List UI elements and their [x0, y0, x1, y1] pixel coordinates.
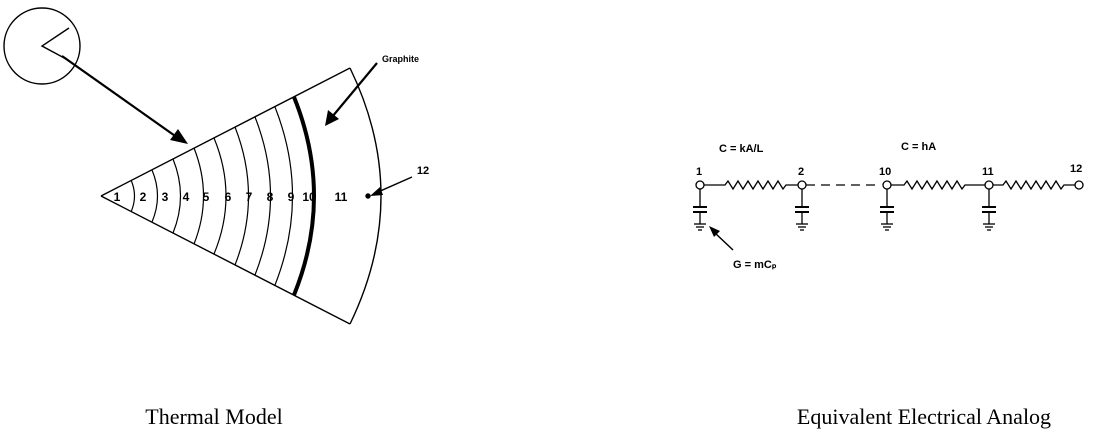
circuit-label-2: 2: [798, 166, 804, 178]
shell-arc-5: [213, 137, 227, 255]
circuit-label-12: 12: [1070, 163, 1082, 175]
node-12-arrowhead: [370, 187, 383, 196]
node-label-6: 6: [225, 190, 232, 204]
circuit-label-1: 1: [696, 166, 702, 178]
graphite-boundary-arc: [292, 96, 316, 296]
wedge-lower-edge: [100, 195, 351, 325]
node-label-9: 9: [288, 190, 295, 204]
graphite-arrowhead: [325, 110, 339, 126]
thermal-model-caption: Thermal Model: [145, 404, 282, 429]
pointer-arrowhead: [170, 129, 188, 144]
convection-label: C = hA: [901, 141, 936, 153]
shell-arc-8: [274, 106, 294, 286]
node-label-2: 2: [140, 190, 147, 204]
node-label-7: 7: [246, 190, 253, 204]
graphite-arrow-line: [331, 62, 378, 118]
conductance-label: C = kA/L: [719, 143, 764, 155]
node-label-8: 8: [267, 190, 274, 204]
node-label-11: 11: [335, 190, 348, 204]
capacitor-node-11: [982, 189, 996, 231]
capacitor-node-1: [693, 189, 707, 231]
resistor-11-12: [993, 179, 1075, 191]
capacitance-arrow-line: [714, 232, 734, 251]
shell-arc-1: [130, 179, 136, 213]
capacitor-node-10: [880, 189, 894, 231]
node-label-5: 5: [203, 190, 210, 204]
capacitance-label: G = mCₚ: [733, 259, 777, 271]
shell-arc-7: [254, 116, 272, 276]
node-label-3: 3: [162, 190, 169, 204]
shell-arc-6: [234, 126, 250, 266]
circuit-node-2: [797, 180, 807, 190]
capacitance-arrowhead: [709, 226, 720, 237]
node-12-dot: [365, 193, 371, 199]
node-label-10: 10: [302, 190, 316, 204]
wedge-upper-edge: [100, 67, 351, 197]
circuit-label-11: 11: [982, 166, 994, 178]
inset-cylinder-circle: [3, 7, 81, 85]
node-label-12: 12: [417, 165, 429, 177]
circuit-label-10: 10: [879, 166, 891, 178]
inset-wedge: [40, 27, 70, 61]
resistor-10-11: [891, 179, 985, 191]
shell-arc-4: [193, 147, 205, 245]
graphite-label: Graphite: [382, 54, 419, 64]
resistor-1-2: [704, 179, 798, 191]
node-label-1: 1: [114, 190, 121, 204]
circuit-node-12: [1074, 180, 1084, 190]
electrical-analog: [693, 179, 1084, 251]
electrical-analog-labels: 1 2 10 11 12 C = kA/L C = hA G = mCₚ: [696, 141, 1082, 271]
capacitor-node-2: [795, 189, 809, 231]
node-12-arrow-line: [377, 176, 413, 193]
thermal-model: [3, 7, 413, 325]
pointer-arrow-line: [61, 55, 179, 139]
node-label-4: 4: [183, 190, 190, 204]
circuit-node-1: [695, 180, 705, 190]
circuit-node-10: [882, 180, 892, 190]
thermal-model-labels: Graphite 1 2 3 4 5 6 7 8 9 10 11 12: [114, 54, 429, 204]
wedge-outer-arc: [349, 67, 382, 325]
shell-arc-3: [172, 158, 182, 234]
circuit-node-11: [984, 180, 994, 190]
shell-arc-2: [151, 169, 159, 223]
electrical-analog-caption: Equivalent Electrical Analog: [797, 404, 1051, 429]
